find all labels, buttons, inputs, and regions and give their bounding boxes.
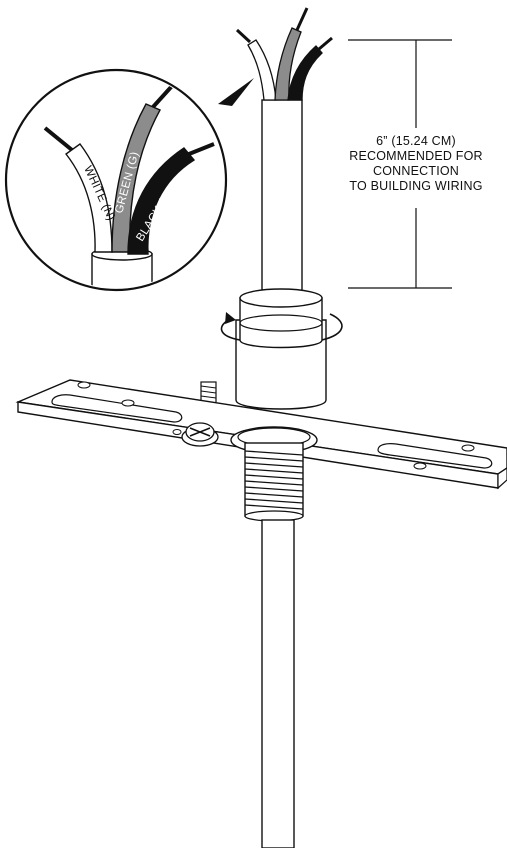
lower-stem [261,519,295,848]
ground-screw-icon [181,422,219,447]
wire-detail-callout: WHITE (N) GREEN (G) BLACK (L) [4,68,228,292]
measurement-line-1: 6” (15.24 CM) [376,134,456,148]
rotation-arrow-icon [220,312,343,341]
threaded-nipple [230,426,318,522]
callout-pointer [218,78,254,106]
measurement-line-2: RECOMMENDED FOR [349,149,483,163]
power-cord-upper [261,99,303,301]
measurement-line-4: TO BUILDING WIRING [349,179,483,193]
dimension-marker [348,39,452,289]
exposed-wires-top [235,7,333,101]
measurement-label: 6” (15.24 CM) RECOMMENDED FOR CONNECTION… [326,134,506,194]
canopy-coupler [235,288,327,410]
measurement-line-3: CONNECTION [372,164,460,178]
